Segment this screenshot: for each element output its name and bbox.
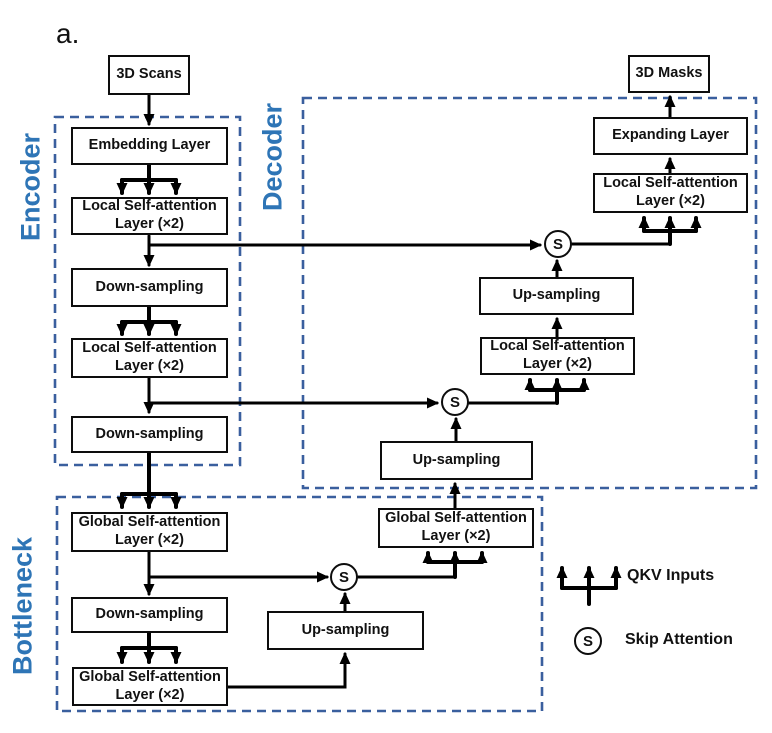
qkv-trident-up-2 (524, 378, 590, 405)
us2-label: Up-sampling (412, 451, 501, 468)
qkv-trident-down-3 (116, 451, 182, 509)
box-embedding-layer: Embedding Layer (71, 127, 228, 165)
gsa3-line2: Layer (×2) (421, 528, 491, 544)
decoder-region-label: Decoder (257, 102, 288, 212)
qkv-trident-down-2 (116, 305, 182, 336)
skip-attention-node-decoder-top: S (544, 230, 572, 258)
lsa1-line2: Layer (×2) (115, 216, 184, 232)
legend-qkv-label: QKV Inputs (627, 567, 715, 584)
box-3d-scans-label: 3D Scans (116, 66, 182, 83)
ds3-label: Down-sampling (95, 606, 204, 623)
arrow-gsa2-to-upsampling1 (225, 652, 351, 689)
qkv-trident-down-4 (116, 631, 182, 664)
skip-attention-node-decoder-low: S (441, 388, 469, 416)
us1-label: Up-sampling (301, 621, 390, 638)
qkv-trident-down-1 (116, 163, 182, 195)
lsa4-line1: Local Self-attention (603, 175, 738, 192)
box-up-sampling-decoder-2: Up-sampling (479, 277, 634, 315)
lsa2-line1: Local Self-attention (82, 340, 217, 357)
gsa1-line1: Global Self-attention (78, 514, 221, 531)
box-3d-masks-label: 3D Masks (635, 65, 703, 82)
qkv-trident-up-1 (422, 551, 488, 579)
qkv-trident-up-3 (638, 216, 702, 246)
lsa1-line1: Local Self-attention (82, 198, 217, 215)
figure-panel-label: a. (56, 18, 80, 49)
bottleneck-region-border (55, 495, 544, 713)
s2-symbol: S (449, 393, 460, 411)
legend-s-symbol: S (582, 632, 593, 650)
gsa3-line1: Global Self-attention (385, 510, 527, 527)
ds2-label: Down-sampling (95, 425, 204, 442)
lsa2-line2: Layer (×2) (115, 358, 184, 374)
lsa3-line2: Layer (×2) (523, 356, 592, 372)
gsa2-line2: Layer (×2) (115, 686, 185, 703)
box-expanding-layer: Expanding Layer (593, 117, 748, 155)
s3-symbol: S (552, 235, 563, 253)
ds1-label: Down-sampling (95, 278, 204, 295)
expanding-label: Expanding Layer (612, 127, 729, 144)
box-3d-scans: 3D Scans (108, 55, 190, 95)
box-down-sampling-encoder-2: Down-sampling (71, 416, 228, 453)
box-up-sampling-decoder-1: Up-sampling (380, 441, 533, 480)
decoder-region-border (301, 96, 758, 490)
gsa2-line1: Global Self-attention (79, 668, 221, 685)
skip-attention-node-bottleneck: S (330, 563, 358, 591)
box-3d-masks: 3D Masks (628, 55, 710, 93)
box-down-sampling-bottleneck: Down-sampling (71, 597, 228, 633)
legend-skip-label: Skip Attention (625, 631, 733, 648)
box-down-sampling-encoder-1: Down-sampling (71, 268, 228, 307)
bottleneck-region-label: Bottleneck (7, 536, 38, 676)
box-embedding-label: Embedding Layer (88, 137, 211, 154)
us3-label: Up-sampling (512, 287, 601, 304)
box-up-sampling-bottleneck: Up-sampling (267, 611, 424, 650)
s1-symbol: S (338, 568, 349, 586)
gsa1-line2: Layer (×2) (115, 532, 184, 548)
legend-qkv-trident-icon (556, 566, 622, 606)
encoder-region-label: Encoder (15, 132, 46, 242)
lsa4-line2: Layer (×2) (636, 193, 705, 209)
legend-skip-attention-icon: S (574, 627, 602, 655)
lsa3-line1: Local Self-attention (490, 338, 625, 355)
